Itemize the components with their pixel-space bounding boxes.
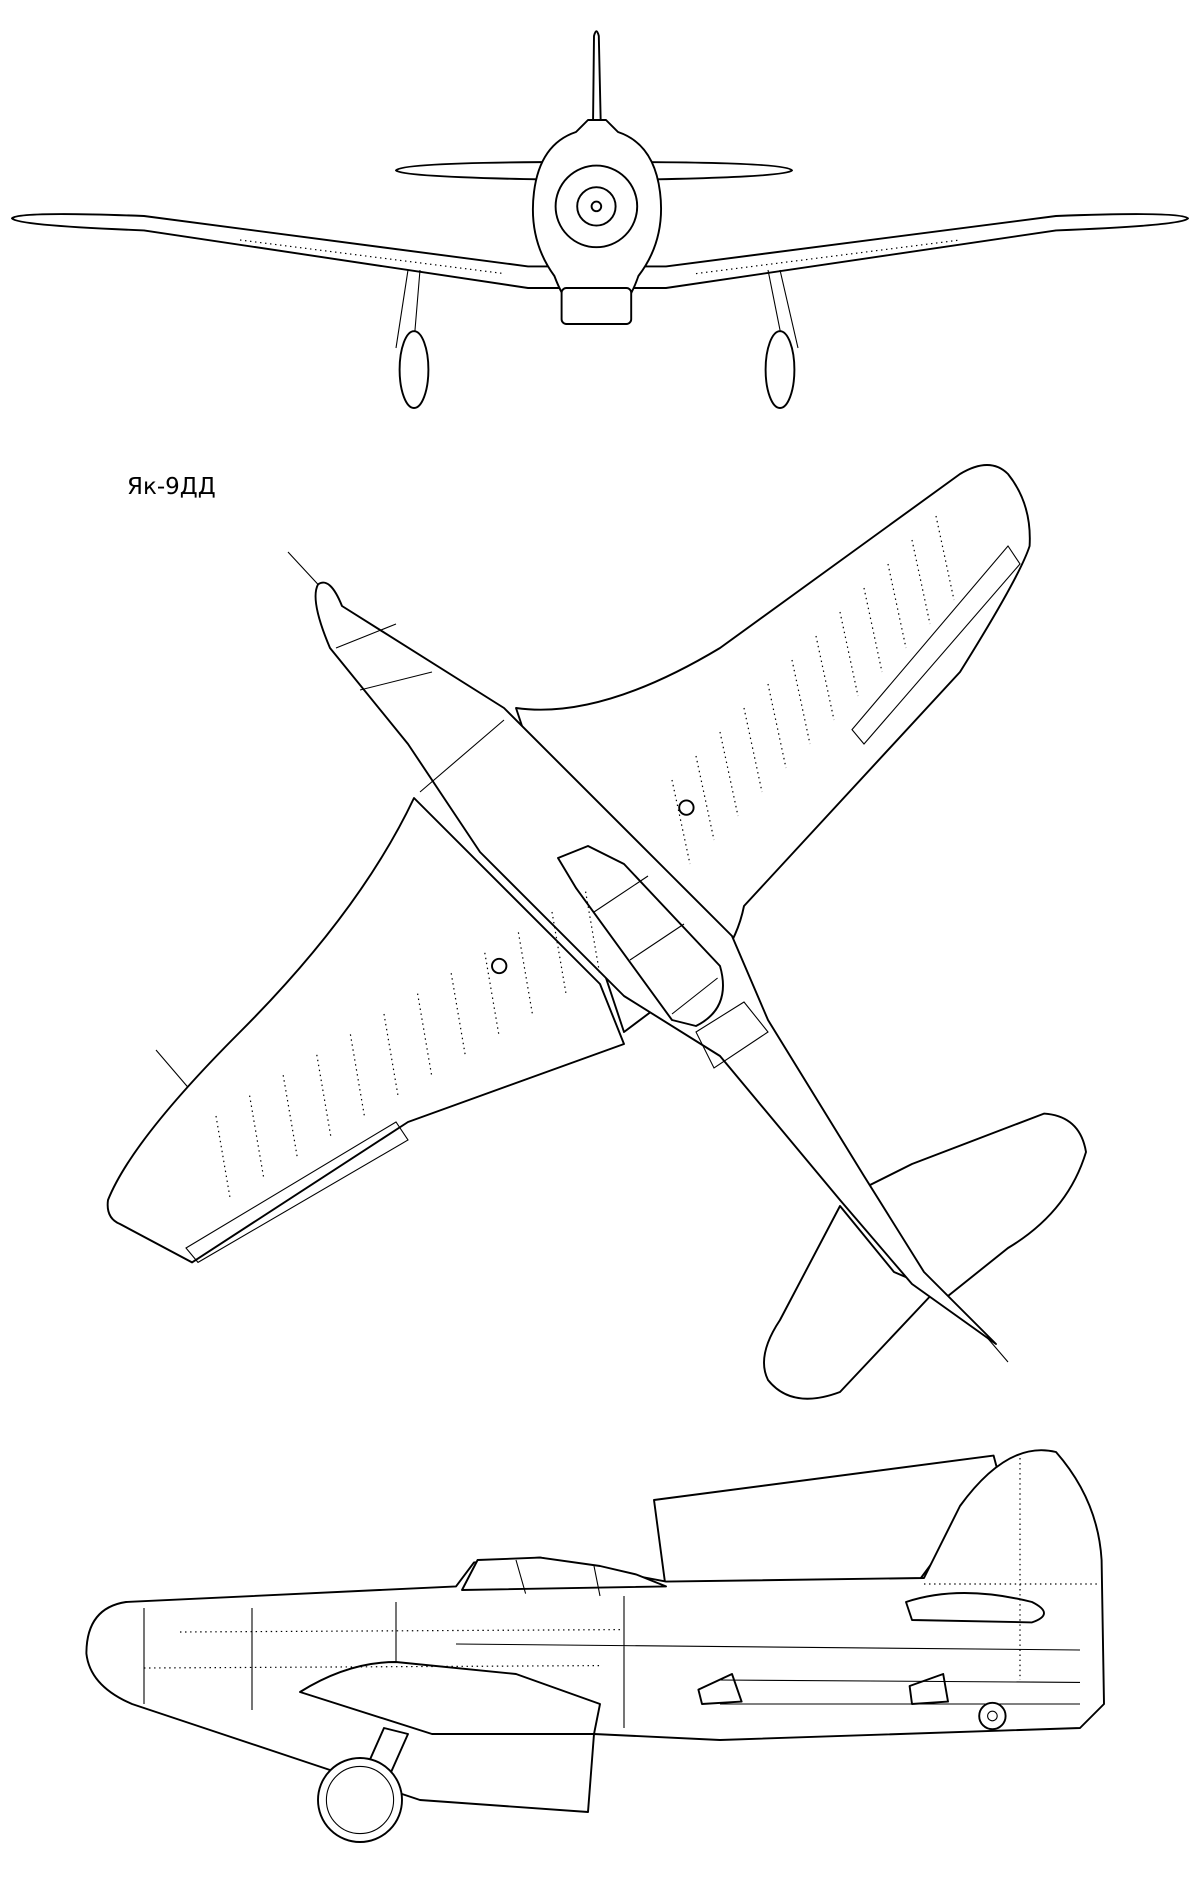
- rib-line: [517, 932, 534, 1017]
- rib-line: [215, 1115, 231, 1201]
- top-tailplane-right: [863, 1112, 1087, 1297]
- rib-line: [839, 611, 859, 697]
- top-left-wing: [106, 797, 625, 1264]
- rib-line: [383, 1013, 399, 1099]
- front-right-wheel: [764, 330, 796, 409]
- rib-line: [935, 515, 955, 601]
- side-tailplane: [905, 1592, 1045, 1624]
- rib-line: [484, 952, 500, 1037]
- top-left-aileron: [185, 1121, 409, 1264]
- rib-line: [815, 635, 835, 721]
- rib-line: [450, 973, 467, 1058]
- top-canopy: [557, 845, 724, 1027]
- top-view: [106, 464, 1087, 1400]
- aircraft-title: Як-9ДД: [127, 474, 216, 500]
- front-left-wheel: [398, 330, 430, 409]
- side-view: [85, 1449, 1105, 1843]
- rib-line: [349, 1034, 366, 1119]
- rib-line: [671, 779, 691, 865]
- rib-line: [695, 755, 715, 841]
- rib-line: [282, 1075, 299, 1160]
- rib-line: [863, 587, 883, 673]
- rib-line: [417, 993, 433, 1078]
- top-right-aileron: [851, 545, 1021, 745]
- rib-line: [743, 707, 763, 793]
- rib-line: [249, 1095, 265, 1180]
- rib-line: [719, 731, 739, 817]
- front-radiator: [560, 287, 633, 325]
- rib-line: [316, 1054, 332, 1139]
- side-wing-root: [299, 1661, 601, 1735]
- side-canopy: [461, 1556, 667, 1591]
- rib-line: [887, 563, 907, 649]
- side-tail-wheel: [978, 1701, 1007, 1731]
- rib-line: [585, 891, 601, 976]
- rib-line: [551, 911, 567, 997]
- top-tailplane-left: [763, 1205, 937, 1400]
- front-view: [11, 30, 1189, 409]
- front-fin: [591, 30, 603, 145]
- rib-line: [791, 659, 811, 745]
- rib-line: [911, 539, 931, 625]
- side-fuselage: [85, 1449, 1105, 1813]
- side-main-wheel: [317, 1757, 403, 1843]
- rib-line: [767, 683, 787, 769]
